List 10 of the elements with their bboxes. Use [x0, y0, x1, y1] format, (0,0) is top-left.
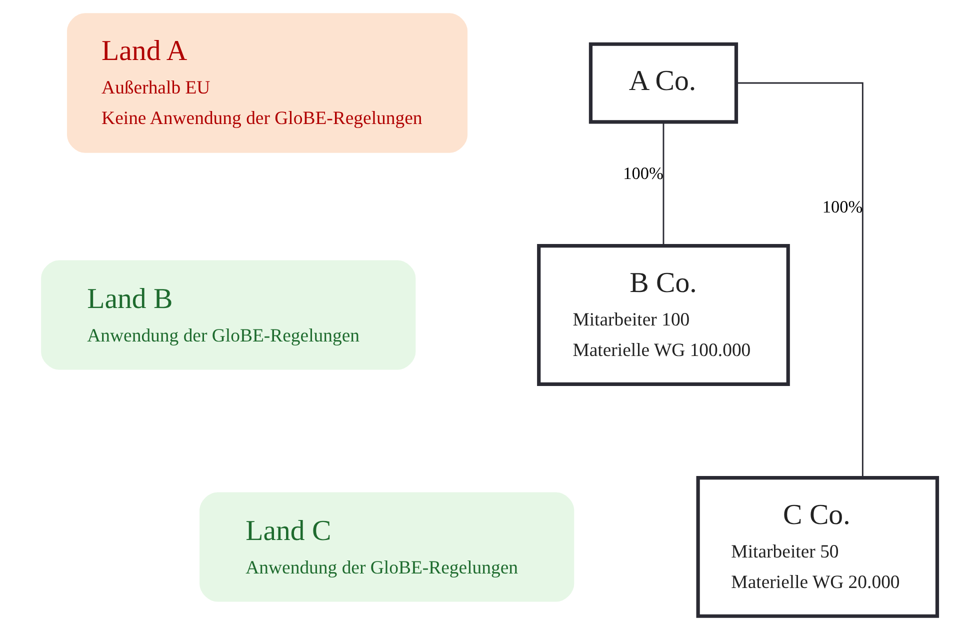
- node-box: Land B Anwendung der GloBE-Regelungen: [41, 260, 416, 370]
- node-box: Land A Außerhalb EU Keine Anwendung der GloBE-Regelungen: [66, 13, 468, 153]
- node-box: B Co. Mitarbeiter 100 Materielle WG 100.000: [537, 244, 790, 386]
- node-box: Land C Anwendung der GloBE-Regelungen: [200, 492, 574, 602]
- connector: [662, 122, 664, 246]
- connector: [736, 82, 864, 478]
- node-box: A Co.: [588, 42, 738, 124]
- edge-label: 100%: [822, 197, 863, 216]
- node-box: C Co. Mitarbeiter 50 Materielle WG 20.000: [696, 476, 940, 618]
- edge-label: 100%: [623, 164, 664, 184]
